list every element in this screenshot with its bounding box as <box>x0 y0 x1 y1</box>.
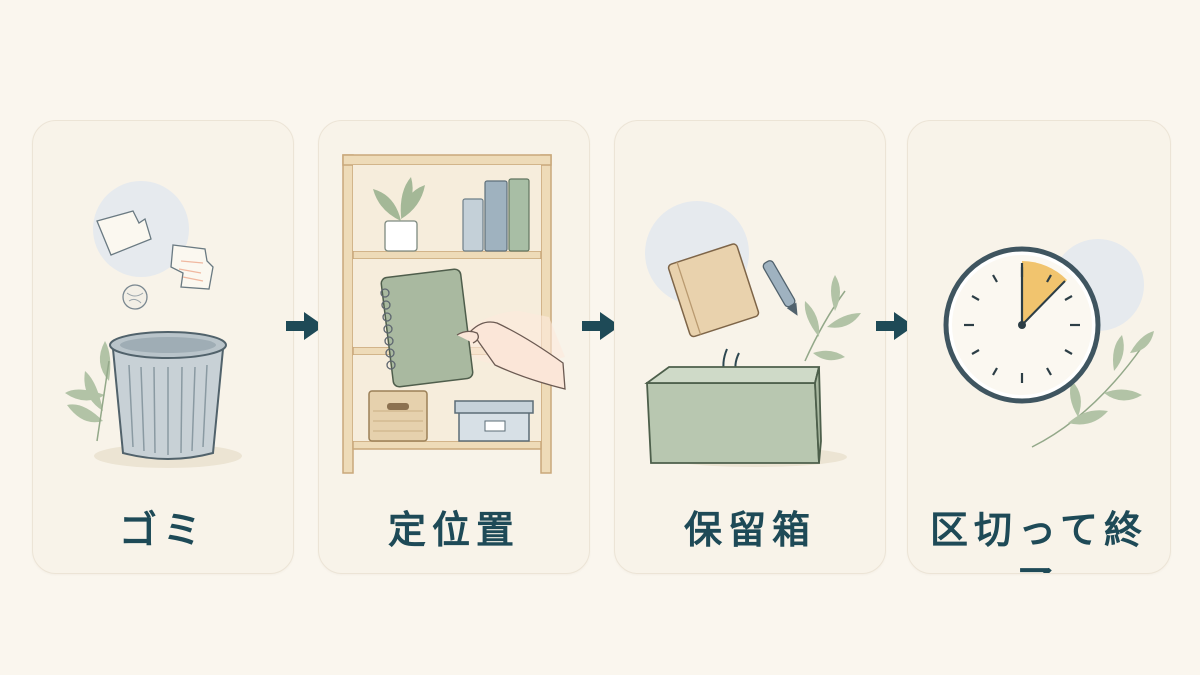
clock-timer-icon <box>943 239 1154 448</box>
step-card-time-box: 区切って終了 <box>907 120 1171 574</box>
arrow-right-icon <box>876 312 914 340</box>
step-label-holding-box: 保留箱 <box>683 508 816 552</box>
step-label-time-box: 区切って終了 <box>929 508 1149 573</box>
holding-box-icon <box>644 201 861 467</box>
arrow-right-icon <box>286 312 324 340</box>
bookshelf-icon <box>342 154 566 474</box>
step-card-trash: ゴミ <box>32 120 294 574</box>
trash-bin-icon <box>65 181 242 468</box>
step-label-trash: ゴミ <box>118 508 207 552</box>
step-card-home-location: 定位置 <box>318 120 590 574</box>
step-label-home-location: 定位置 <box>387 508 520 552</box>
arrow-right-icon <box>582 312 620 340</box>
step-card-holding-box: 保留箱 <box>614 120 886 574</box>
